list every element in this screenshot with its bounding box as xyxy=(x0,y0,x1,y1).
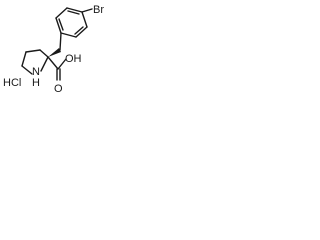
ring-bond xyxy=(40,56,49,72)
ring-bond xyxy=(55,17,62,34)
carboxyl-o-label: O xyxy=(54,83,63,95)
ring-bond xyxy=(21,65,33,75)
ring-bond xyxy=(66,7,83,13)
ring-bond xyxy=(60,32,77,38)
bromine-label: Br xyxy=(93,4,104,16)
ring-bond xyxy=(25,49,41,53)
pyrrolidine-ring xyxy=(21,48,61,75)
c-cooh-bond xyxy=(47,56,59,70)
chemical-structure: Br N H OH O HCl xyxy=(3,4,104,95)
carboxyl-oh-label: OH xyxy=(65,53,82,65)
ring-double-bond xyxy=(74,26,84,35)
benzene-ring xyxy=(55,7,88,38)
ring-bond xyxy=(39,49,49,58)
ring-double-bond xyxy=(67,10,80,15)
ring-double-bond xyxy=(58,18,64,31)
stereo-wedge xyxy=(48,48,61,57)
ring-bond xyxy=(75,26,88,38)
benzyl-bond xyxy=(59,32,62,51)
amine-h-label: H xyxy=(32,77,40,89)
amine-n-label: N xyxy=(32,66,40,78)
ring-bond xyxy=(81,11,88,28)
c-oh-bond xyxy=(57,58,67,70)
hcl-label: HCl xyxy=(3,77,21,89)
ring-bond xyxy=(21,51,27,67)
c-br-bond xyxy=(81,8,93,13)
ring-bond xyxy=(55,7,68,19)
